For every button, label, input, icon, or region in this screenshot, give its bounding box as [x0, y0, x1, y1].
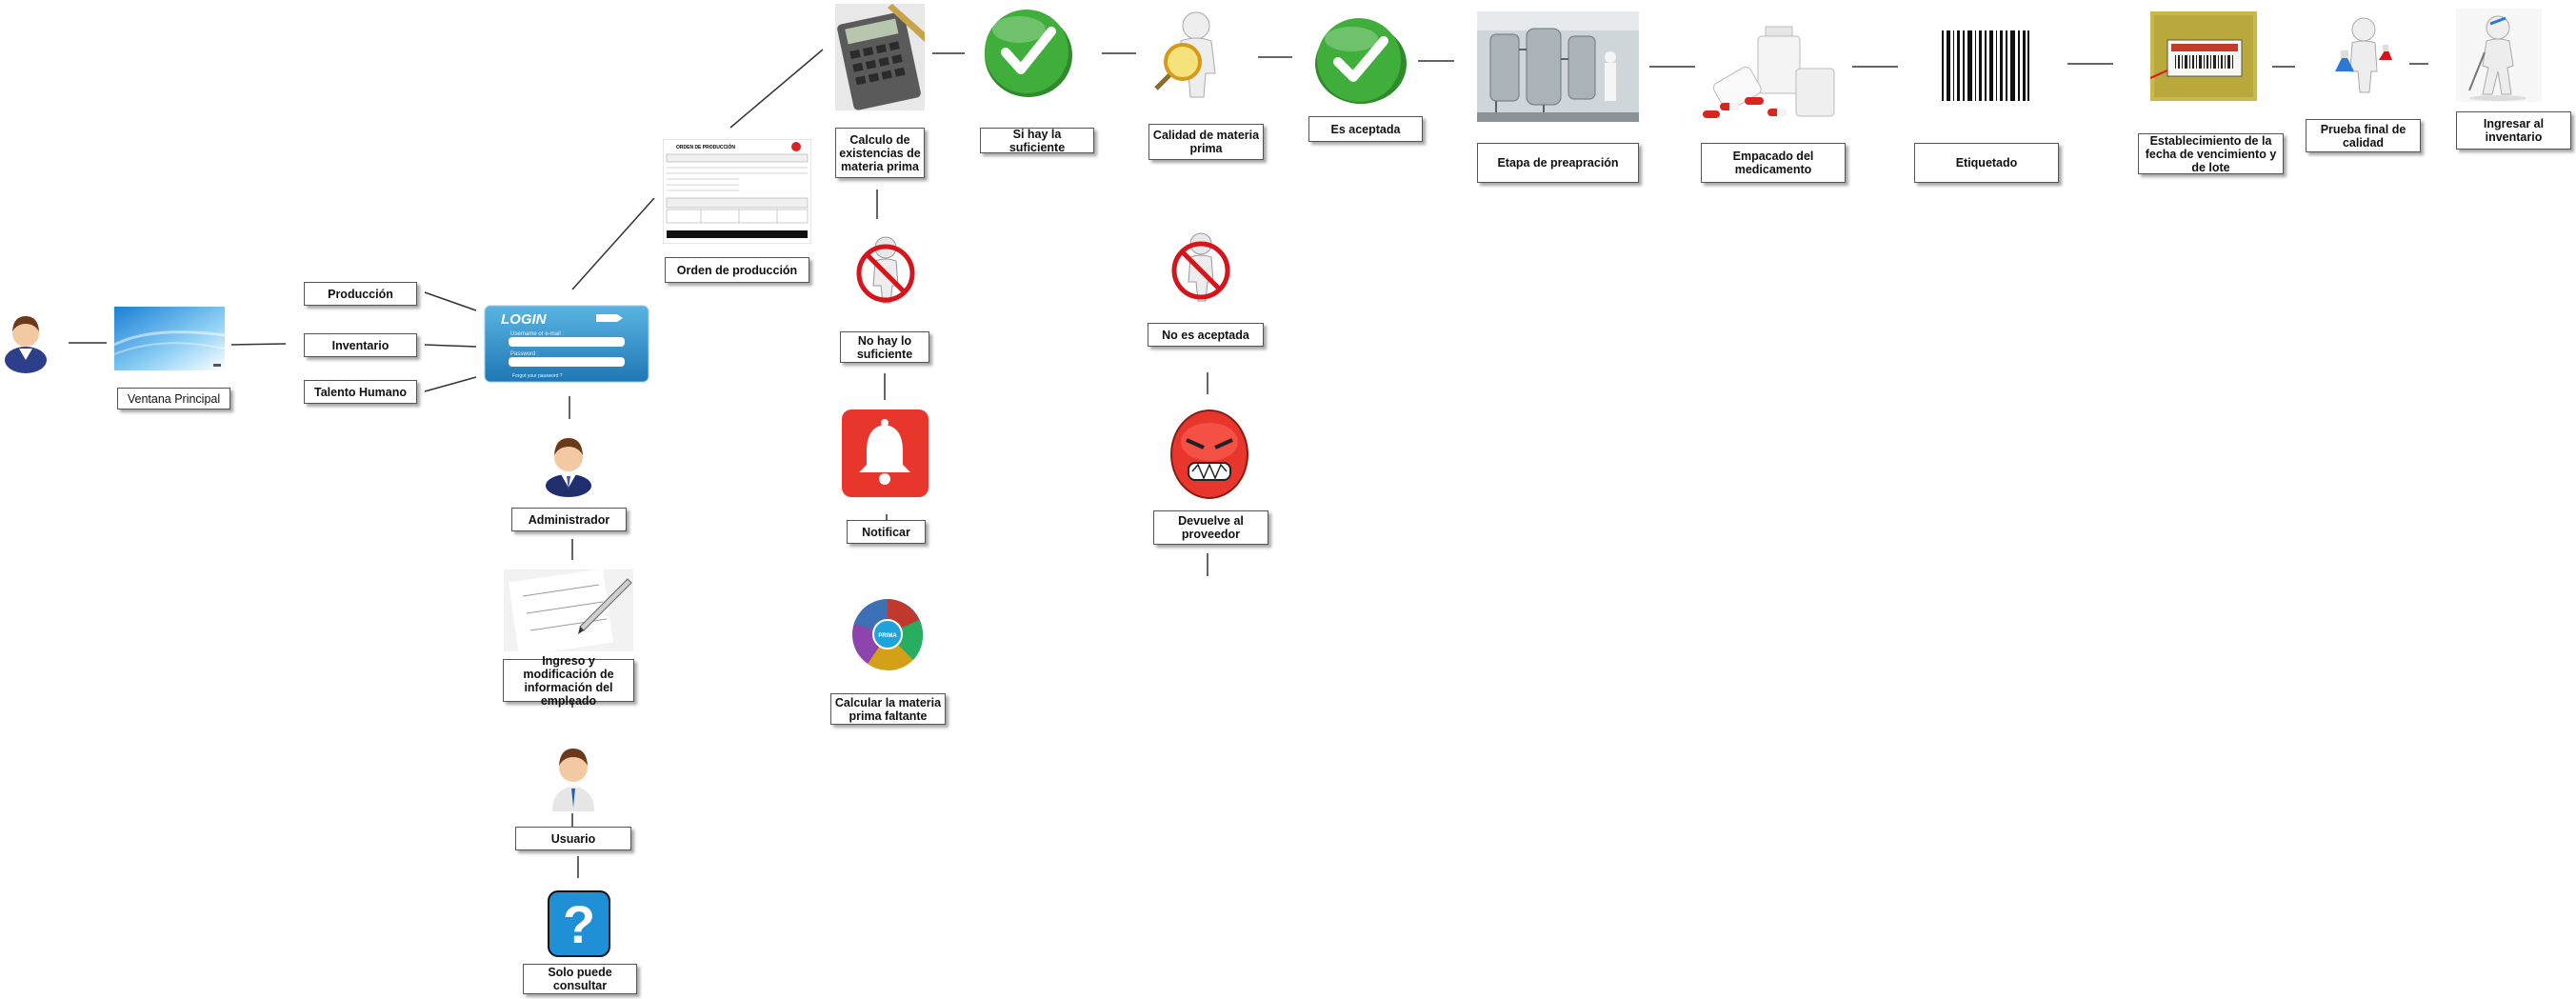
prohibited-person-icon	[1169, 225, 1232, 305]
expiry-label-image	[2150, 11, 2257, 101]
login-screen[interactable]: LOGIN Username or e-mail : Password : Forgo…	[484, 305, 649, 383]
label-empacado: Empacado del medicamento	[1701, 143, 1846, 183]
person-icon	[0, 307, 52, 373]
label-calcular-faltante: Calcular la materia prima faltante	[830, 693, 946, 725]
label-ingresar-inventario: Ingresar al inventario	[2456, 111, 2571, 150]
label-usuario: Usuario	[515, 827, 631, 850]
label-administrador: Administrador	[511, 508, 627, 531]
label-etiquetado: Etiquetado	[1914, 143, 2059, 183]
login-title: LOGIN	[501, 311, 548, 328]
inventory-entry-person-icon	[2456, 9, 2542, 102]
label-si-hay-suficiente: Si hay la suficiente	[980, 128, 1094, 154]
label-fecha-vencimiento: Establecimiento de la fecha de vencimien…	[2138, 133, 2284, 174]
barcode-icon	[1940, 27, 2031, 105]
production-order-document[interactable]: ORDEN DE PRODUCCIÓN	[663, 139, 811, 244]
production-plant-image	[1477, 11, 1639, 122]
label-ventana-principal: Ventana Principal	[117, 388, 230, 410]
user-person-icon	[545, 739, 602, 811]
login-username-label: Username or e-mail :	[510, 331, 564, 337]
calculator-image	[835, 4, 925, 110]
label-devuelve-proveedor: Devuelve al proveedor	[1153, 510, 1268, 545]
lab-test-person-icon	[2329, 12, 2396, 96]
prohibited-person-icon	[854, 230, 917, 305]
label-calidad-materia: Calidad de materia prima	[1148, 124, 1264, 160]
quality-inspection-icon	[1148, 7, 1236, 101]
label-notificar: Notificar	[847, 520, 926, 544]
label-etapa-preparacion: Etapa de preapración	[1477, 143, 1639, 183]
login-password-label: Password :	[510, 351, 539, 357]
svg-text:?: ?	[563, 894, 595, 954]
form-writing-image	[504, 569, 633, 651]
label-no-aceptada: No es aceptada	[1148, 323, 1264, 347]
bell-icon	[842, 410, 929, 497]
administrator-avatar-icon	[540, 429, 597, 497]
label-prueba-final: Prueba final de calidad	[2306, 119, 2421, 152]
check-icon	[981, 3, 1076, 101]
login-password-field[interactable]	[509, 357, 625, 367]
check-icon	[1309, 14, 1408, 107]
main-window-thumbnail[interactable]	[114, 307, 225, 370]
login-forgot-link[interactable]: Forgot your password ?	[512, 373, 563, 379]
login-username-field[interactable]	[509, 337, 625, 347]
label-es-aceptada: Es aceptada	[1308, 116, 1423, 142]
label-solo-consultar: Solo puede consultar	[523, 964, 637, 994]
label-orden-produccion: Orden de producción	[665, 257, 809, 283]
search-badge-text: PRIMA	[878, 633, 897, 639]
label-calculo-existencias: Calculo de existencias de materia prima	[835, 128, 925, 178]
label-no-hay-suficiente: No hay lo suficiente	[840, 331, 929, 363]
order-form-title: ORDEN DE PRODUCCIÓN	[676, 143, 735, 150]
menu-talento-humano[interactable]: Talento Humano	[304, 380, 417, 404]
medicine-bottle-pills-image	[1701, 21, 1844, 122]
search-circle-image: PRIMA	[850, 593, 925, 675]
menu-inventario[interactable]: Inventario	[304, 333, 417, 357]
label-ingreso-modificacion: Ingreso y modificación de información de…	[503, 654, 634, 708]
question-mark-icon: ?	[545, 886, 613, 960]
angry-face-icon	[1169, 408, 1249, 501]
menu-produccion[interactable]: Producción	[304, 282, 417, 306]
